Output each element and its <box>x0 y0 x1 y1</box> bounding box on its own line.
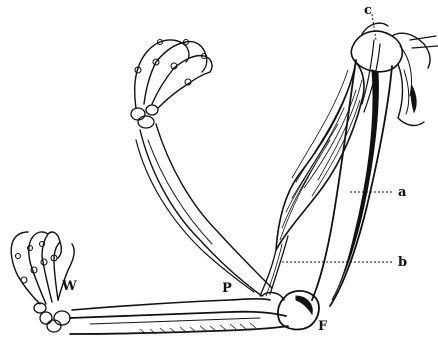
label-c: c <box>364 3 372 18</box>
leader-line-c <box>372 14 376 40</box>
leader-lines <box>282 14 394 262</box>
label-a: a <box>398 185 407 200</box>
elbow-joint <box>262 291 319 330</box>
raised-forearm-outline <box>136 124 272 296</box>
label-p: P <box>222 281 232 296</box>
label-w: W <box>61 279 77 294</box>
biceps-tendon <box>260 236 288 296</box>
label-f: F <box>318 319 328 334</box>
diagram-labels: c a b W P F <box>61 3 407 334</box>
raised-hand-skeleton <box>131 40 212 129</box>
humerus-bone <box>312 60 392 306</box>
label-b: b <box>398 255 407 270</box>
forearm-bones <box>70 299 288 334</box>
